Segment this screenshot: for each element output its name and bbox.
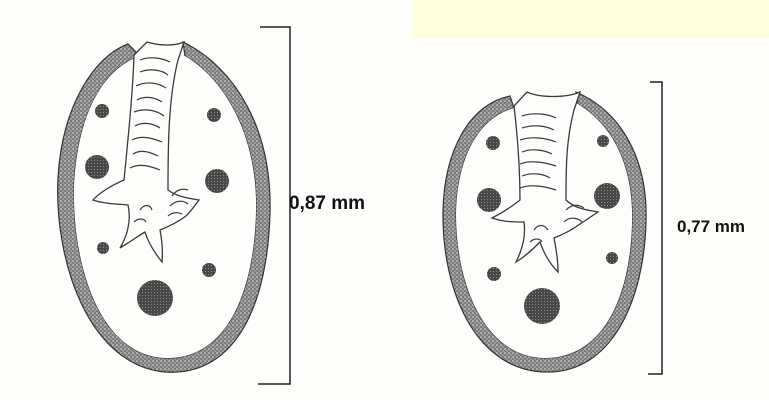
right-specimen [443,92,646,372]
left-specimen [58,42,270,372]
right-dot-top-right [597,135,609,147]
right-dot-low-right [606,252,618,264]
right-dot-top-left [486,136,500,150]
left-dot-mid-right [205,169,229,193]
left-dot-top-left [95,104,109,118]
right-dot-mid-right [594,183,620,209]
left-dot-bottom [137,280,173,316]
left-dot-low-left [97,242,109,254]
left-dot-mid-left [85,155,109,179]
right-dot-bottom [524,288,560,324]
left-dot-top-right [207,108,221,122]
right-measurement-label: 0,77 mm [677,217,745,237]
left-measurement-label: 0,87 mm [289,193,365,215]
right-dot-mid-left [477,188,501,212]
right-scale-bracket [648,82,662,374]
right-dot-low-left [487,267,501,281]
left-dot-low-right [202,263,216,277]
